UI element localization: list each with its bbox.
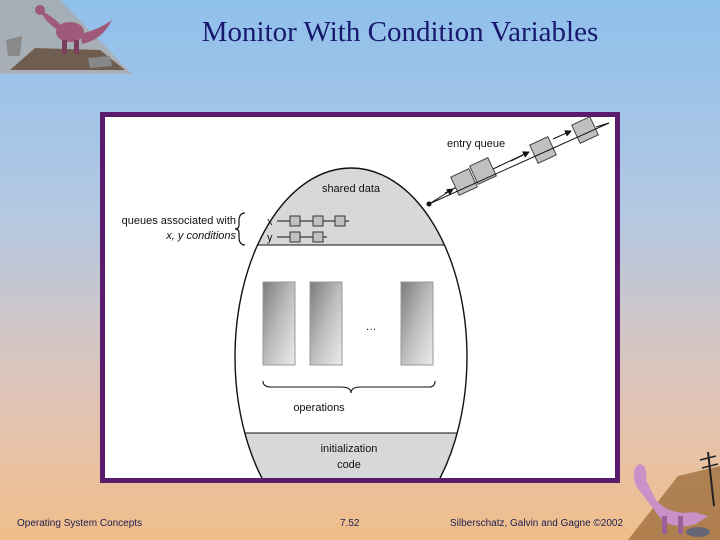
footer-copyright: Silberschatz, Galvin and Gagne ©2002 [450, 518, 624, 529]
entry-queue-process [529, 136, 557, 164]
queues-label-line1: queues associated with [122, 215, 236, 227]
y-queue-process [289, 231, 301, 243]
x-queue-process [334, 215, 346, 227]
entry-queue-process [469, 157, 497, 185]
shared-data-label: shared data [322, 183, 381, 195]
footer-left: Operating System Concepts [17, 518, 143, 529]
x-condition-label: x [267, 216, 273, 228]
dinosaur-logo-bottom-right [628, 451, 720, 540]
slide-title: Monitor With Condition Variables [201, 16, 599, 48]
operation-block [400, 281, 434, 366]
operations-brace [262, 380, 436, 394]
entry-queue-process [450, 168, 478, 196]
init-label-line1: initialization [321, 443, 378, 455]
init-label-line2: code [337, 459, 361, 471]
diagram-frame: shared data entry queue queues associate… [100, 112, 620, 540]
operation-block [309, 281, 343, 366]
y-queue-process [312, 231, 324, 243]
monitor-diagram: shared data entry queue queues associate… [122, 116, 610, 540]
entry-queue-label: entry queue [447, 138, 505, 150]
x-queue-process [312, 215, 324, 227]
operations-ellipsis: … [366, 321, 377, 333]
footer-page-number: 7.52 [340, 518, 360, 529]
y-condition-label: y [267, 232, 273, 244]
operation-block [262, 281, 296, 366]
queues-brace [234, 212, 246, 246]
x-queue-process [289, 215, 301, 227]
operations-label: operations [293, 402, 345, 414]
initialization-region [235, 433, 467, 493]
monitor-ellipse [234, 167, 468, 540]
dinosaur-logo-top-left [0, 0, 132, 74]
queues-label-line2: x, y conditions [165, 230, 236, 242]
